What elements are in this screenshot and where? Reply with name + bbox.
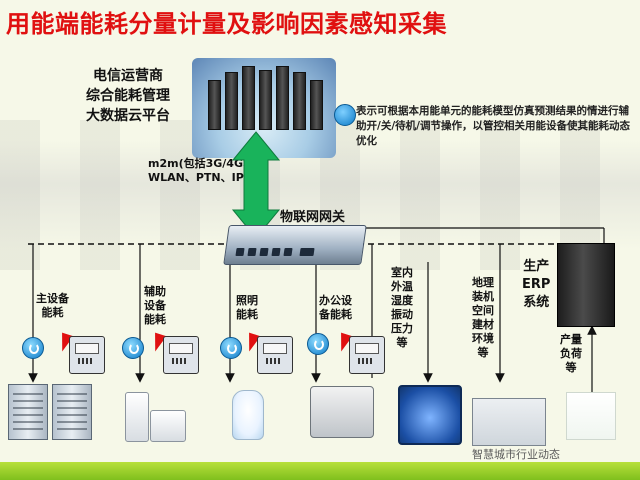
erp-load-label: 产量 负荷 等 xyxy=(560,333,582,375)
platform-line-1: 电信运营商 xyxy=(93,68,163,84)
iot-gateway-device xyxy=(223,225,367,265)
branch-4-line-1: 办公设 xyxy=(319,294,352,307)
building-icon xyxy=(472,398,546,446)
branch-3-line-1: 照明 xyxy=(236,294,258,307)
uplink-arrow-icon xyxy=(231,131,281,239)
branch-6-line-6: 等 xyxy=(477,346,489,359)
power-icon xyxy=(307,333,329,355)
erp-load-line-2: 负荷 xyxy=(560,347,582,360)
branch-label-5: 室内 外温 湿度 振动 压力 等 xyxy=(391,266,413,350)
branch-6-line-2: 装机 xyxy=(472,290,494,303)
branch-6-line-5: 环境 xyxy=(472,332,494,345)
control-note: 表示可根据本用能单元的能耗模型仿真预测结果的情进行辅助开/关/待机/调节操作，以… xyxy=(356,105,631,147)
meter-icon xyxy=(69,336,105,374)
air-conditioner-icon xyxy=(125,392,149,442)
branch-5-line-3: 湿度 xyxy=(391,294,413,307)
platform-label: 电信运营商 综合能耗管理 大数据云平台 xyxy=(58,66,198,126)
meter-icon xyxy=(349,336,385,374)
cloud-platform-server-icon xyxy=(192,58,336,158)
gateway-label: 物联网网关 xyxy=(280,210,346,225)
branch-5-line-2: 外温 xyxy=(391,280,413,293)
branch-6-line-4: 建材 xyxy=(472,318,494,331)
branch-2-line-3: 能耗 xyxy=(144,313,166,326)
branch-1-line-2: 能耗 xyxy=(41,306,64,319)
gauge-icon xyxy=(398,385,462,445)
erp-load-line-3: 等 xyxy=(565,361,577,374)
branch-label-2: 辅助 设备 能耗 xyxy=(144,285,166,327)
branch-5-line-6: 等 xyxy=(396,336,408,349)
branch-5-line-1: 室内 xyxy=(391,266,413,279)
meter-icon xyxy=(163,336,199,374)
m2m-label: m2m(包括3G/4G、 WLAN、PTN、IP) xyxy=(148,157,254,185)
erp-label: 生产 ERP 系统 xyxy=(522,258,550,312)
branch-5-line-4: 振动 xyxy=(391,308,413,321)
branch-5-line-5: 压力 xyxy=(391,322,413,335)
erp-line-3: 系统 xyxy=(523,295,550,310)
branch-6-line-3: 空间 xyxy=(472,304,494,317)
erp-line-1: 生产 xyxy=(523,259,550,274)
power-icon xyxy=(122,337,144,359)
printer-icon xyxy=(310,386,374,438)
power-icon xyxy=(220,337,242,359)
platform-line-2: 综合能耗管理 xyxy=(86,88,170,104)
bar-chart-icon xyxy=(566,392,616,440)
air-conditioner-outdoor-icon xyxy=(150,410,186,442)
branch-label-1: 主设备 能耗 xyxy=(36,292,69,320)
meter-icon xyxy=(257,336,293,374)
branch-2-line-1: 辅助 xyxy=(144,285,166,298)
page-title: 用能端能耗分量计量及影响因素感知采集 xyxy=(6,10,447,38)
branch-label-4: 办公设 备能耗 xyxy=(319,294,352,322)
platform-line-3: 大数据云平台 xyxy=(86,108,170,124)
branch-3-line-2: 能耗 xyxy=(236,308,258,321)
m2m-line-2: WLAN、PTN、IP) xyxy=(148,171,249,184)
light-bulb-icon xyxy=(232,390,264,440)
server-rack-icon xyxy=(52,384,92,440)
branch-2-line-2: 设备 xyxy=(144,299,166,312)
branch-6-line-1: 地理 xyxy=(472,276,494,289)
erp-line-2: ERP xyxy=(522,277,551,292)
server-rack-icon xyxy=(8,384,48,440)
branch-4-line-2: 备能耗 xyxy=(319,308,352,321)
watermark-text: 智慧城市行业动态 xyxy=(472,448,560,461)
power-icon xyxy=(334,104,356,126)
footer-green-bar xyxy=(0,462,640,480)
branch-label-6: 地理 装机 空间 建材 环境 等 xyxy=(472,276,494,360)
m2m-line-1: m2m(包括3G/4G、 xyxy=(148,157,254,170)
branch-1-line-1: 主设备 xyxy=(36,292,69,305)
server-tower-icon xyxy=(557,243,615,327)
power-icon xyxy=(22,337,44,359)
erp-load-line-1: 产量 xyxy=(560,333,582,346)
branch-label-3: 照明 能耗 xyxy=(236,294,258,322)
